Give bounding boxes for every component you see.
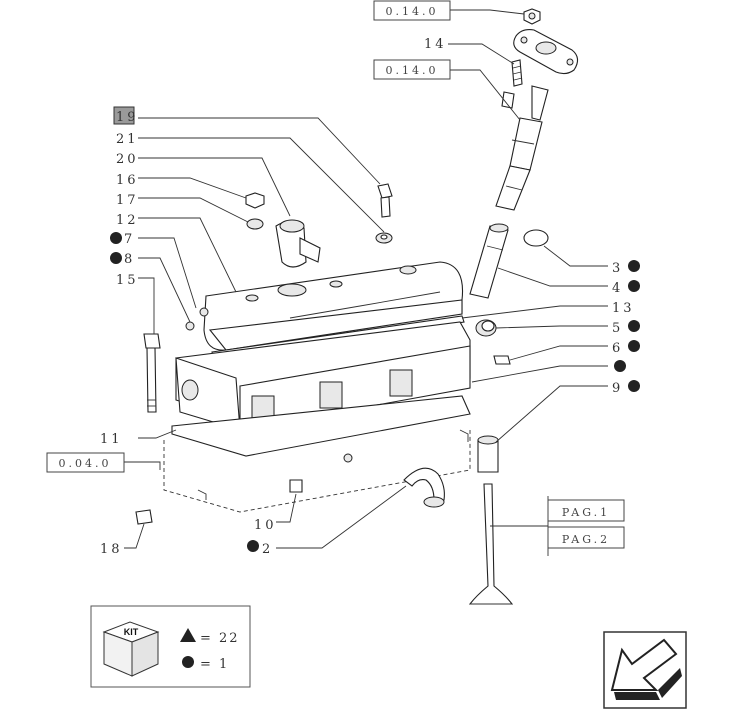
kit-box-icon: KIT xyxy=(102,621,160,677)
callout-9: 9 xyxy=(612,381,623,396)
small-screw xyxy=(289,479,303,493)
dot-legend-text: = 1 xyxy=(200,657,229,672)
triangle-legend-text: = 22 xyxy=(200,631,240,646)
cover-nut xyxy=(245,192,265,209)
banjo-bolt xyxy=(377,183,393,218)
callout-2: 2 xyxy=(262,542,273,557)
injector-clamp xyxy=(513,29,579,75)
injector xyxy=(495,85,549,211)
callout-8: 8 xyxy=(124,252,135,267)
head-bolt xyxy=(143,333,161,413)
callout-19-highlight xyxy=(113,106,135,125)
ref-left-text: 0.04.0 xyxy=(59,457,112,470)
valve-cover xyxy=(203,261,464,351)
callout-7: 7 xyxy=(124,232,135,247)
injector-sleeve xyxy=(469,223,509,299)
legend-box: KIT = 22 = 1 xyxy=(90,605,251,688)
dot-icon xyxy=(628,280,640,292)
o-ring xyxy=(523,229,549,247)
callout-3: 3 xyxy=(612,261,623,276)
ref-top-1-text: 0.14.0 xyxy=(386,5,439,18)
ref-box-left: 0.04.0 xyxy=(46,452,125,473)
ref-top-2-text: 0.14.0 xyxy=(386,64,439,77)
callout-6: 6 xyxy=(612,341,623,356)
callout-21: 21 xyxy=(116,132,139,147)
dot-icon xyxy=(110,232,122,244)
callout-11: 11 xyxy=(100,432,123,447)
callout-19: 19 xyxy=(116,110,139,125)
callout-15: 15 xyxy=(116,273,139,288)
top-nut xyxy=(523,8,541,25)
callout-20: 20 xyxy=(116,152,139,167)
cylinder-head xyxy=(175,321,471,431)
dot-icon xyxy=(614,360,626,372)
dot-icon xyxy=(110,252,122,264)
pag-1-box[interactable]: PAG.1 xyxy=(547,499,625,522)
callout-10: 10 xyxy=(254,518,277,533)
callout-4: 4 xyxy=(612,281,623,296)
washer xyxy=(375,232,393,244)
dot-icon xyxy=(628,320,640,332)
callout-14: 14 xyxy=(424,37,447,52)
dot-icon xyxy=(247,540,259,552)
plug xyxy=(475,319,497,337)
callout-5: 5 xyxy=(612,321,623,336)
ref-box-top-1: 0.14.0 xyxy=(373,0,451,21)
valve-guide xyxy=(477,435,499,473)
pag-2-text[interactable]: PAG.2 xyxy=(562,533,610,546)
elbow-fitting xyxy=(403,467,445,508)
callout-12: 12 xyxy=(116,213,139,228)
callout-16: 16 xyxy=(116,173,139,188)
pag-2-box[interactable]: PAG.2 xyxy=(547,526,625,549)
engine-block-outline xyxy=(163,429,471,513)
head-gasket xyxy=(171,395,471,463)
back-arrow-button[interactable] xyxy=(603,631,687,709)
kit-label: KIT xyxy=(124,627,139,637)
cover-washer xyxy=(246,218,264,230)
dot-icon xyxy=(628,340,640,352)
dot-icon xyxy=(628,260,640,272)
pag-1-text[interactable]: PAG.1 xyxy=(562,506,610,519)
callout-13: 13 xyxy=(612,301,635,316)
dot-icon xyxy=(182,656,194,668)
small-ball xyxy=(185,307,209,331)
leader-lines xyxy=(124,9,608,556)
dot-icon xyxy=(628,380,640,392)
pin xyxy=(493,355,511,365)
back-arrow-icon xyxy=(610,638,682,700)
valve xyxy=(468,483,514,605)
callout-18: 18 xyxy=(100,542,123,557)
threaded-plug xyxy=(135,509,153,525)
triangle-icon xyxy=(180,628,196,642)
ref-box-top-2: 0.14.0 xyxy=(373,59,451,80)
callout-17: 17 xyxy=(116,193,139,208)
stud xyxy=(511,59,523,87)
breather xyxy=(275,219,321,268)
